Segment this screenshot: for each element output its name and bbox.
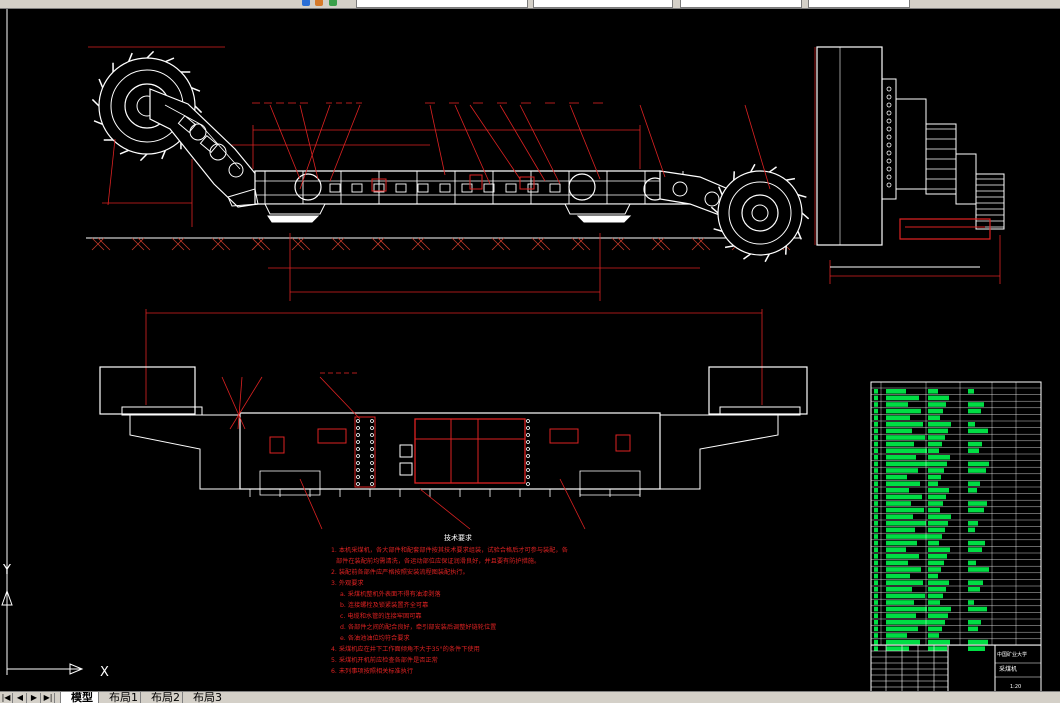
note-line: 部件在装配前均需清洗，各运动部位应保证润滑良好，并且要有防护措施。 bbox=[336, 557, 540, 565]
tab-layout1[interactable]: 布局1 bbox=[98, 692, 144, 703]
note-line: e. 各油池油位均符合要求 bbox=[340, 634, 410, 642]
linetype-dropdown[interactable] bbox=[680, 0, 802, 8]
color-dropdown[interactable] bbox=[533, 0, 673, 8]
tab-layout3[interactable]: 布局3 bbox=[182, 692, 228, 703]
ucs-x-label: X bbox=[100, 665, 109, 680]
model-space-canvas[interactable]: 技术要求 1. 本机采煤机，各大部件和配套部件按其技术要求组装，试验合格后才可参… bbox=[0, 9, 1060, 691]
layout-tab-bar: |◀ ◀ ▶ ▶| 模型 布局1 布局2 布局3 bbox=[0, 691, 1060, 703]
title-scale: 1:20 bbox=[1010, 684, 1021, 690]
lineweight-dropdown[interactable] bbox=[808, 0, 910, 8]
note-line: 4. 采煤机应在井下工作面倾角不大于35°的条件下使用 bbox=[331, 645, 480, 653]
note-line: 1. 本机采煤机，各大部件和配套部件按其技术要求组装，试验合格后才可参与装配，各 bbox=[331, 546, 568, 554]
note-line: d. 各部件之间的配合良好，牵引部安装后调整好链轮位置 bbox=[340, 623, 496, 631]
toolbar-tool-icon[interactable] bbox=[329, 0, 337, 6]
note-line: 3. 外观要求 bbox=[331, 579, 364, 587]
layer-dropdown[interactable] bbox=[356, 0, 528, 8]
note-line: b. 连接螺栓及锁紧装置齐全可靠 bbox=[340, 601, 428, 609]
title-company: 中国矿业大学 bbox=[997, 651, 1027, 658]
title-drawing-name: 采煤机 bbox=[999, 665, 1017, 673]
tab-model[interactable]: 模型 bbox=[60, 692, 99, 703]
note-line: c. 电缆和水管的连接牢固可靠 bbox=[340, 612, 422, 620]
toolbar bbox=[0, 0, 1060, 9]
toolbar-tool-icon[interactable] bbox=[302, 0, 310, 6]
ucs-y-label: Y bbox=[2, 563, 11, 578]
notes-title: 技术要求 bbox=[444, 533, 472, 542]
note-line: 2. 装配前各部件应严格按照安装流程图装配执行。 bbox=[331, 568, 469, 576]
toolbar-tool-icon[interactable] bbox=[315, 0, 323, 6]
note-line: a. 采煤机整机外表面不得有油漆剥落 bbox=[340, 590, 441, 598]
note-line: 6. 未列事项按照相关标准执行 bbox=[331, 667, 413, 675]
note-line: 5. 采煤机开机前应检查各部件是否正常 bbox=[331, 656, 438, 664]
tab-layout2[interactable]: 布局2 bbox=[140, 692, 186, 703]
